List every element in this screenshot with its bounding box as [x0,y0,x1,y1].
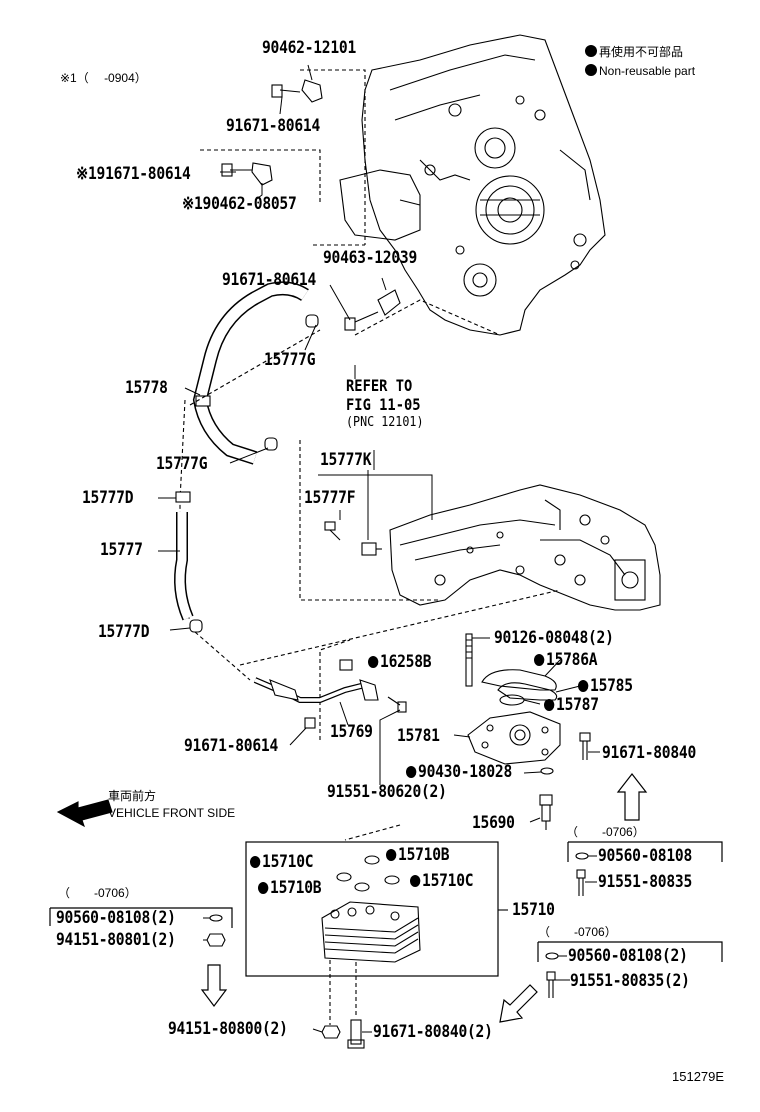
nonreusable-dot-icon [250,856,261,868]
bolt-15777F [324,521,341,541]
refer-line3: (PNC 12101) [346,415,424,430]
bolt-91671-80840 [579,732,591,760]
oring-15710C-b [384,875,400,885]
washer-90430 [540,767,554,775]
bolt-91551-80835 [576,869,586,896]
leader-lines [158,64,600,1033]
label-94151-80800[interactable]: 94151-80800(2) [168,1019,288,1039]
label-90560-08108-b[interactable]: 90560-08108(2) [56,908,176,928]
fitting-15777K [361,542,382,556]
label-15787[interactable]: 15787 [544,697,599,714]
stud-90126 [465,633,473,687]
label-90430-18028[interactable]: 90430-18028 [406,764,512,781]
label-15777D-a[interactable]: 15777D [82,488,134,508]
label-90560-08108-c[interactable]: 90560-08108(2) [568,946,688,966]
nonreusable-dot-icon [585,64,597,76]
label-91551-80835-b[interactable]: 91551-80835(2) [570,971,690,991]
oring-15710C-a [336,872,352,882]
date-note-right-mid: （ -0706） [566,825,645,839]
nonreusable-dot-icon [534,654,545,666]
oring-15787 [499,694,525,706]
bracket-15781 [467,711,561,765]
label-15785[interactable]: 15785 [578,678,633,695]
label-15769[interactable]: 15769 [330,722,373,742]
leader-dashes-top [200,69,501,336]
label-15778[interactable]: 15778 [125,378,168,398]
label-91671-80614-c[interactable]: 91671-80614 [222,270,316,290]
oring-15710B-a [364,855,380,865]
label-91551-80620[interactable]: 91551-80620(2) [327,782,447,802]
arrow-down [200,964,228,1007]
leader-15777 [318,470,433,540]
timing-cover [339,34,606,336]
label-15777F[interactable]: 15777F [304,488,356,508]
nonreusable-dot-icon [258,882,269,894]
sensor-15690 [539,794,553,830]
label-15710[interactable]: 15710 [512,900,555,920]
pipe-15769 [253,659,407,729]
label-15710B-a[interactable]: 15710B [386,847,450,864]
box-15710 [245,841,499,977]
label-90462-08057[interactable]: ※190462-08057 [182,194,297,214]
clip-90463-12039 [344,289,401,331]
oil-pan [389,484,661,611]
nonreusable-dot-icon [544,699,555,711]
label-15690[interactable]: 15690 [472,813,515,833]
bolt-91671-80840-2 [347,1019,365,1049]
label-91671-80614-d[interactable]: 91671-80614 [184,736,278,756]
label-91671-80840[interactable]: 91671-80840 [602,743,696,763]
refer-line2[interactable]: FIG 11-05 [346,395,421,414]
label-91671-80614-a[interactable]: 91671-80614 [226,116,320,136]
nonreusable-dot-icon [585,45,597,57]
nut-94151-80800 [321,1025,341,1039]
label-91671-80840-b[interactable]: 91671-80840(2) [373,1022,493,1042]
label-94151-80801[interactable]: 94151-80801(2) [56,930,176,950]
legend-nonreusable-en: Non-reusable part [585,64,695,77]
clip-90462-12101 [271,79,323,103]
label-15777K[interactable]: 15777K [320,450,372,470]
label-91551-80835-a[interactable]: 91551-80835 [598,872,692,892]
refer-line1: REFER TO [346,376,413,395]
legend-nonreusable-jp: 再使用不可部品 [585,45,683,58]
label-90126-08048[interactable]: 90126-08048(2) [494,628,614,648]
nonreusable-dot-icon [578,680,589,692]
note-top: ※1（ -0904） [60,71,147,85]
direction-jp: 車両前方 [108,789,157,803]
hose-15777 [174,491,203,633]
label-15777G-b[interactable]: 15777G [156,454,208,474]
date-note-right-low: （ -0706） [538,925,617,939]
label-15786A[interactable]: 15786A [534,652,598,669]
arrow-diagonal [499,984,538,1023]
label-90463-12039[interactable]: 90463-12039 [323,248,417,268]
arrow-up [616,773,648,821]
nonreusable-dot-icon [410,875,421,887]
nonreusable-dot-icon [368,656,379,668]
label-90462-12101[interactable]: 90462-12101 [262,38,356,58]
label-15777D-b[interactable]: 15777D [98,622,150,642]
label-15710C-b[interactable]: 15710C [410,873,474,890]
label-15781[interactable]: 15781 [397,726,440,746]
label-90560-08108-a[interactable]: 90560-08108 [598,846,692,866]
vehicle-front-arrow [56,799,113,828]
clip-90462-08057 [221,162,273,186]
nonreusable-dot-icon [386,849,397,861]
hose-15778 [192,281,319,465]
label-15710C-a[interactable]: 15710C [250,854,314,871]
date-note-left: （ -0706） [58,886,137,900]
gasket-15786A [481,669,557,691]
label-16258B[interactable]: 16258B [368,654,432,671]
figure-id: 151279E [672,1069,725,1084]
label-15710B-b[interactable]: 15710B [258,880,322,897]
direction-en: VEHICLE FRONT SIDE [108,806,236,820]
gasket-15785 [497,682,558,701]
nonreusable-dot-icon [406,766,417,778]
oil-cooler [321,901,421,963]
label-15777[interactable]: 15777 [100,540,143,560]
label-91671-80614-b[interactable]: ※191671-80614 [76,164,191,184]
label-15777G-a[interactable]: 15777G [264,350,316,370]
oring-15710B-b [354,882,370,892]
